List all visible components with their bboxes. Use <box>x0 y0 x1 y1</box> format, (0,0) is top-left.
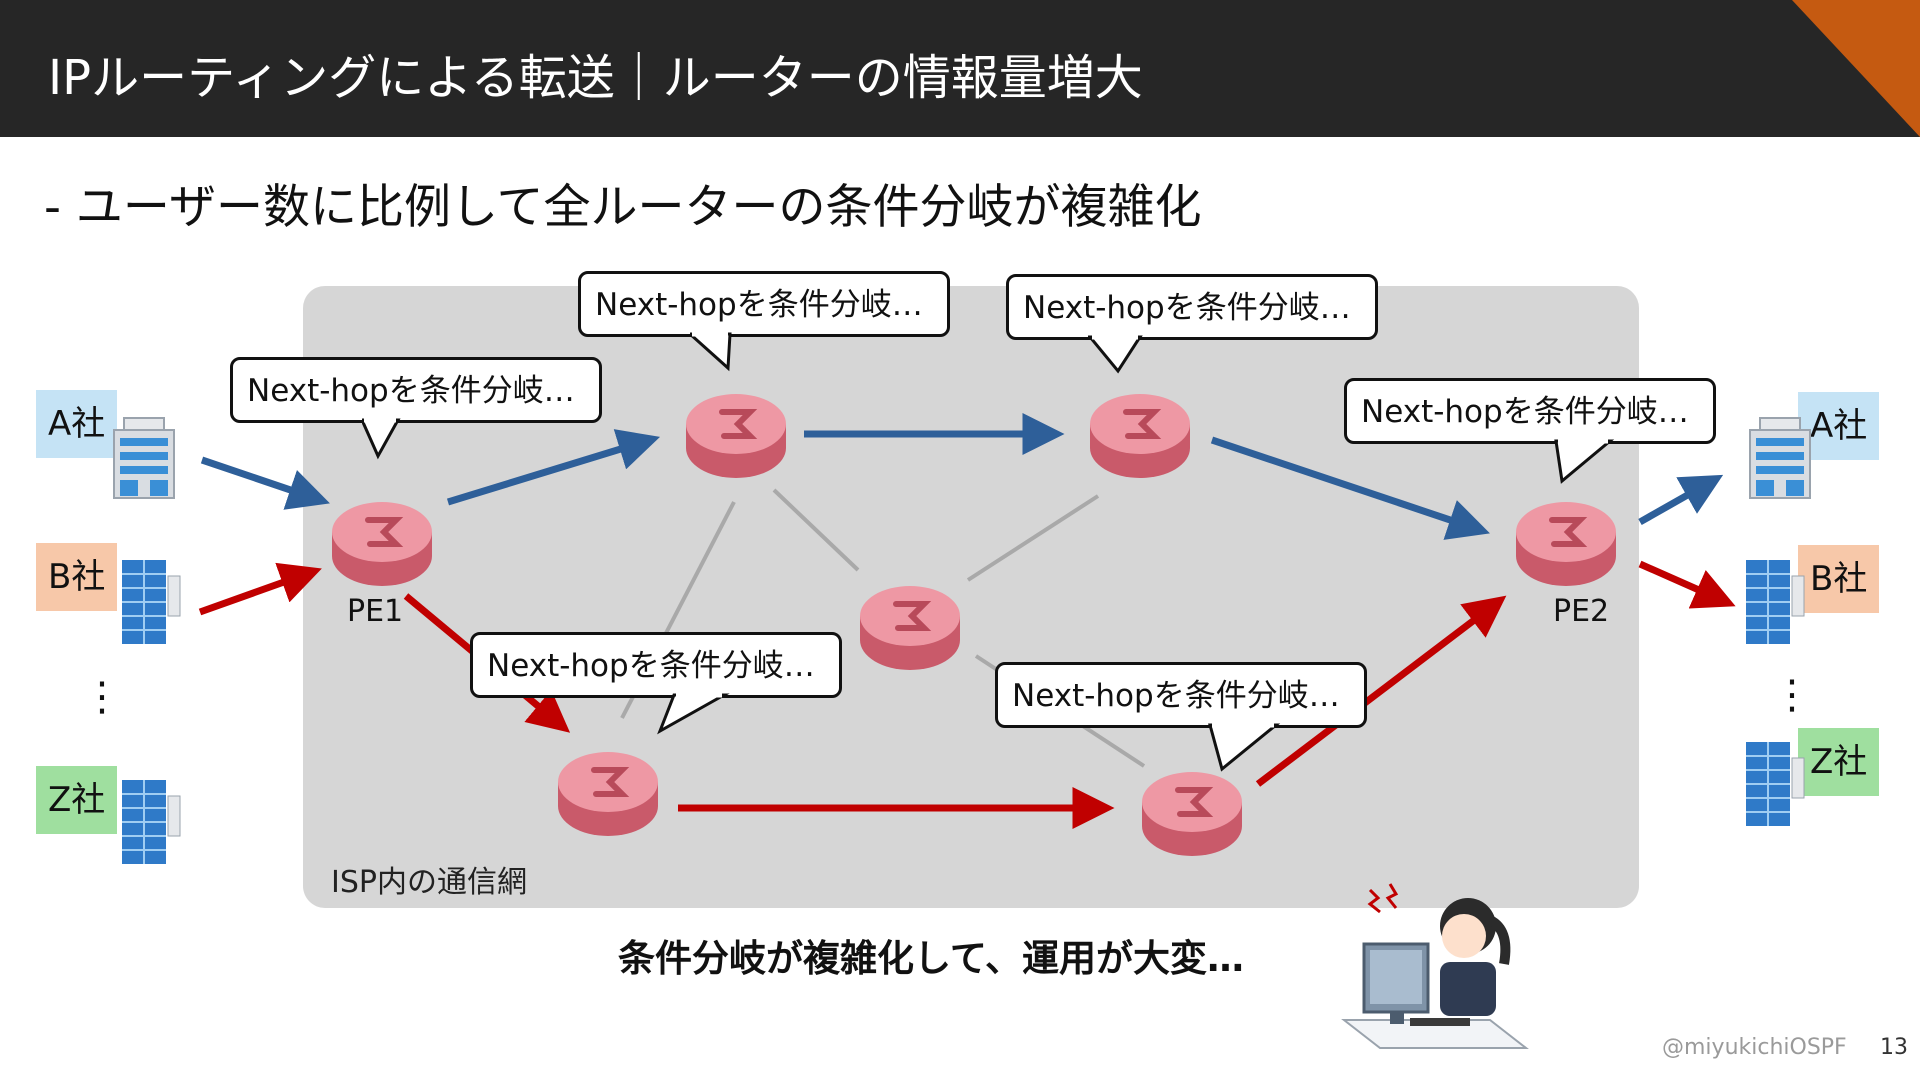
slide-title: IPルーティングによる転送｜ルーターの情報量増大 <box>48 50 1143 106</box>
company-label-z-left: Z社 <box>36 766 118 834</box>
callout-router-bottom-right: Next-hopを条件分岐… <box>995 662 1367 728</box>
company-label-b-right: B社 <box>1798 545 1880 613</box>
office-building-icon <box>1749 417 1811 499</box>
callout-router-bottom-left: Next-hopを条件分岐… <box>470 632 842 698</box>
callout-pe2: Next-hopを条件分岐… <box>1344 378 1716 444</box>
callout-tail <box>1554 439 1615 484</box>
router-icon-pe2 <box>1516 502 1616 586</box>
red-arrow <box>1255 595 1507 787</box>
router-label-pe1: PE1 <box>347 594 404 629</box>
router-icon <box>1090 394 1190 478</box>
router-icon <box>1142 772 1242 856</box>
corner-accent <box>1770 0 1920 137</box>
blue-arrow <box>1638 474 1724 526</box>
stressed-worker-icon <box>1341 883 1529 1049</box>
blue-flow <box>200 413 1724 540</box>
mesh-link <box>966 494 1100 582</box>
company-label-a-left: A社 <box>36 390 118 458</box>
company-label-a-right: A社 <box>1798 392 1880 460</box>
blue-arrow <box>1210 436 1490 540</box>
router-icon <box>558 752 658 836</box>
callout-tail <box>690 332 732 372</box>
company-label-z-right: Z社 <box>1798 728 1880 796</box>
red-arrow <box>1638 560 1736 609</box>
isp-network-label: ISP内の通信網 <box>331 865 527 900</box>
ellipsis-left: ⋮ <box>82 674 122 720</box>
callout-router-top-left: Next-hopを条件分岐… <box>578 271 950 337</box>
author-handle: @miyukichiOSPF <box>1662 1035 1847 1060</box>
blue-arrow <box>446 429 661 506</box>
office-tower-icon <box>1746 560 1805 644</box>
red-arrow <box>198 562 322 616</box>
callout-pe1: Next-hopを条件分岐… <box>230 357 602 423</box>
slide-header: IPルーティングによる転送｜ルーターの情報量増大 <box>0 0 1920 137</box>
router-icon-pe1 <box>332 502 432 586</box>
router-icon <box>686 394 786 478</box>
office-tower-icon <box>122 560 181 644</box>
callout-tail <box>362 418 401 460</box>
callout-tail <box>1208 723 1281 772</box>
office-building-icon <box>113 417 175 499</box>
router-label-pe2: PE2 <box>1553 594 1610 629</box>
router-icon <box>860 586 960 670</box>
office-tower-icon <box>122 780 181 864</box>
slide-subtitle: - ユーザー数に比例して全ルーターの条件分岐が複雑化 <box>44 180 1202 235</box>
office-tower-icon <box>1746 742 1805 826</box>
mesh-link <box>772 488 860 572</box>
page-number: 13 <box>1880 1035 1908 1060</box>
bottom-message: 条件分岐が複雑化して、運用が大変… <box>618 937 1245 980</box>
callout-tail <box>1088 335 1143 374</box>
callout-tail <box>657 693 730 735</box>
blue-arrow <box>200 456 330 510</box>
company-label-b-left: B社 <box>36 543 118 611</box>
ellipsis-right: ⋮ <box>1772 672 1812 718</box>
red-flow <box>198 560 1736 829</box>
callout-router-top-right: Next-hopを条件分岐… <box>1006 274 1378 340</box>
